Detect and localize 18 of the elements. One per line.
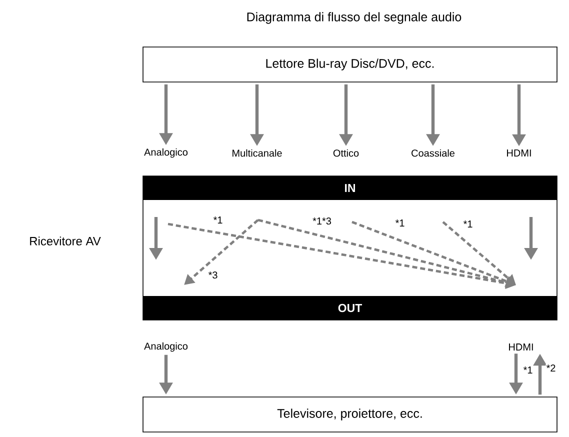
footnote-mark: *1*3	[312, 216, 332, 226]
edge-label: *2	[546, 364, 556, 372]
port-label: HDMI	[509, 344, 533, 350]
footnote-mark: *1	[394, 219, 406, 227]
port-label: Multicanale	[232, 149, 282, 157]
side-label: Ricevitore AV	[30, 236, 101, 246]
footnote-mark: *1	[462, 220, 474, 228]
port-label: Ottico	[333, 149, 359, 157]
port-label: Analogico	[144, 148, 188, 158]
footnote-mark: *3	[208, 270, 218, 280]
footnote-mark: *1	[212, 216, 224, 224]
edge-label: *1	[522, 366, 534, 374]
title: Diagramma di flusso del segnale audio	[247, 12, 462, 24]
device-box: Lettore Blu-ray Disc/DVD, ecc.	[142, 46, 558, 82]
port-label: Analogico	[144, 342, 188, 352]
device-box: Televisore, proiettore, ecc.	[142, 396, 558, 432]
port-label: HDMI	[507, 150, 531, 156]
port-label: Coassiale	[412, 149, 454, 157]
